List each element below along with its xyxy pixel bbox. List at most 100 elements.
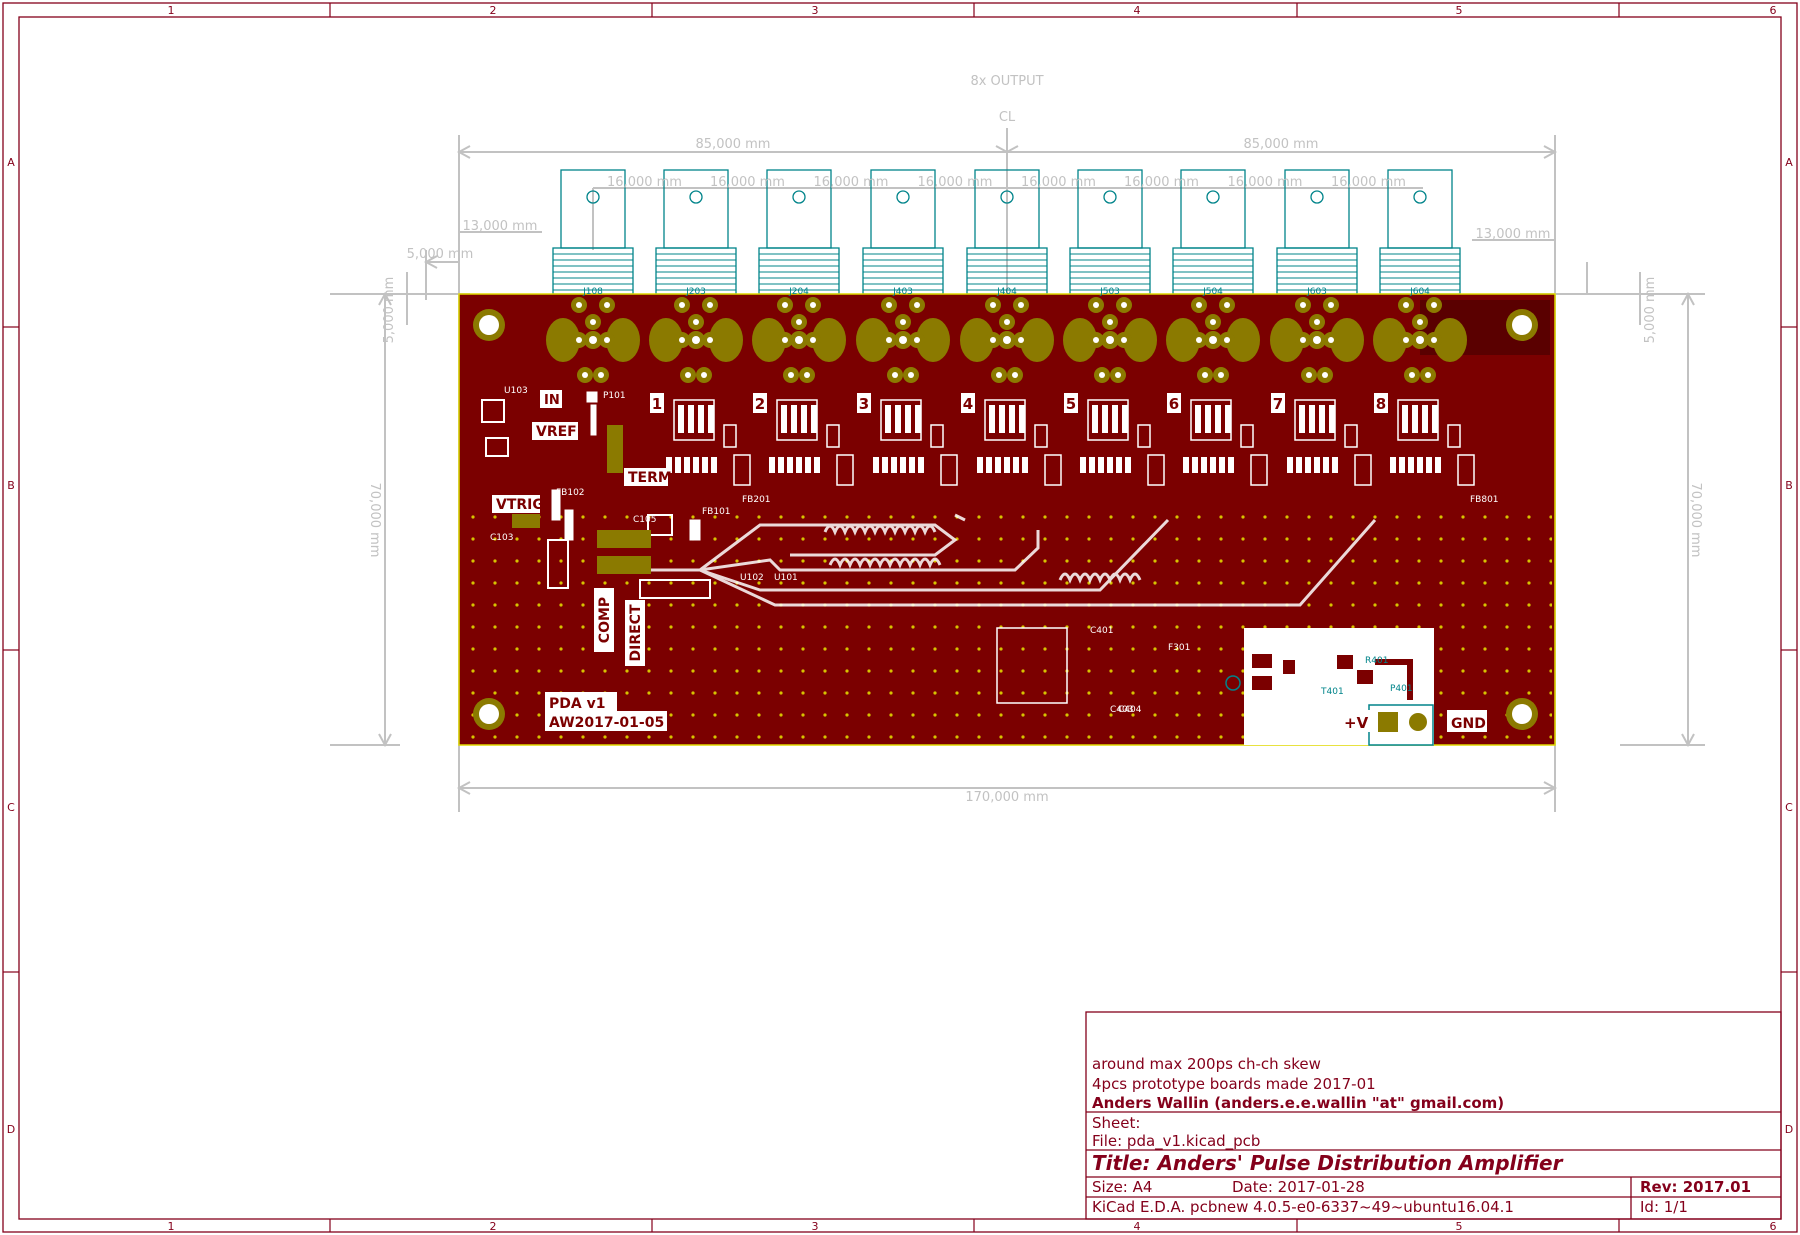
label-direct-bg xyxy=(625,600,645,666)
label-direct: DIRECT xyxy=(628,604,644,661)
pad-center-drill xyxy=(795,336,803,344)
pad-drill xyxy=(685,372,691,378)
ferrite xyxy=(1457,454,1475,486)
mounting-hole-drill xyxy=(479,315,499,335)
pad-center-drill xyxy=(1416,336,1424,344)
pad-drill xyxy=(996,372,1002,378)
dim-height-right: 70,000 mm xyxy=(1688,483,1703,558)
pad-large-left xyxy=(1063,318,1097,362)
smd-pad xyxy=(693,457,699,473)
smd-pad xyxy=(814,457,820,473)
title-size: Size: A4 xyxy=(1092,1178,1153,1196)
pad-large-left xyxy=(752,318,786,362)
channel-pad-cluster xyxy=(546,297,640,383)
pad-drill xyxy=(908,372,914,378)
ferrite xyxy=(1044,454,1062,486)
capacitor xyxy=(723,424,737,448)
pad-drill xyxy=(1409,372,1415,378)
pad-center-drill xyxy=(1209,336,1217,344)
pad-center-drill xyxy=(1313,336,1321,344)
row-label-right: A xyxy=(1785,156,1793,169)
column-label-bottom: 6 xyxy=(1770,1220,1777,1233)
pad-drill xyxy=(1018,337,1024,343)
pad-drill xyxy=(679,302,685,308)
label-date-code-bg xyxy=(545,711,667,731)
label-vtrig-bg xyxy=(492,495,540,513)
pad-drill xyxy=(693,319,699,325)
smd-pad xyxy=(1107,457,1113,473)
smd-pad xyxy=(1080,457,1086,473)
resistor-pad xyxy=(1329,405,1335,433)
ref-designator: C103 xyxy=(490,533,513,543)
row-label-right: C xyxy=(1785,801,1793,814)
ref-designator: U103 xyxy=(504,386,528,396)
smd-pad xyxy=(1022,457,1028,473)
smd-pad xyxy=(1004,457,1010,473)
pad-large-right xyxy=(1433,318,1467,362)
pad-center-drill xyxy=(589,336,597,344)
connector-hole-marker xyxy=(1000,190,1014,204)
dim-hole-offset: 5,000 mm xyxy=(407,247,474,262)
resistor-pad xyxy=(1299,405,1305,433)
channel-number: 8 xyxy=(1376,395,1386,413)
resistor-pad xyxy=(1309,405,1315,433)
channel-tag xyxy=(1064,393,1078,413)
channel-number: 5 xyxy=(1066,395,1076,413)
pad-drill xyxy=(1218,372,1224,378)
pad-drill xyxy=(810,337,816,343)
smd-pad xyxy=(1435,457,1441,473)
label-term: TERM xyxy=(628,470,672,486)
pad-drill xyxy=(1224,302,1230,308)
ref-designator: F301 xyxy=(1168,643,1190,653)
connector-hole-marker xyxy=(1206,190,1220,204)
label-gnd: GND xyxy=(1451,716,1486,732)
pad-drill xyxy=(1121,302,1127,308)
channel-tag xyxy=(650,393,664,413)
ref-designator: FB201 xyxy=(742,495,771,505)
label-version: PDA v1 xyxy=(549,696,605,712)
pad-large-left xyxy=(960,318,994,362)
resistor-pad xyxy=(791,405,797,433)
dim-pitch: 16,000 mm xyxy=(814,175,889,190)
power-connector xyxy=(1225,654,1434,746)
resistor-pad xyxy=(989,405,995,433)
pad-drill xyxy=(892,372,898,378)
mounting-hole-drill xyxy=(1512,315,1532,335)
column-label-top: 2 xyxy=(490,4,497,17)
capacitor xyxy=(1447,424,1461,448)
smd-pad xyxy=(1287,457,1293,473)
pad-drill xyxy=(1322,372,1328,378)
channel-pad-cluster xyxy=(1063,297,1165,486)
resistor-pad xyxy=(1122,405,1128,433)
dim-edge-right: 13,000 mm xyxy=(1476,227,1551,242)
dim-edge-left: 13,000 mm xyxy=(463,219,538,234)
smd-pad xyxy=(1183,457,1189,473)
pad-drill xyxy=(1403,302,1409,308)
smd-pad xyxy=(900,457,906,473)
column-label-top: 5 xyxy=(1456,4,1463,17)
resistor-pad xyxy=(1422,405,1428,433)
column-label-top: 3 xyxy=(812,4,819,17)
dim-pitch: 16,000 mm xyxy=(1331,175,1406,190)
pad-drill xyxy=(1431,302,1437,308)
pad-drill xyxy=(782,337,788,343)
pad-drill xyxy=(701,372,707,378)
pad-large-right xyxy=(916,318,950,362)
smd-pad xyxy=(1426,457,1432,473)
connector-ref: J504 xyxy=(1202,287,1223,297)
channel-number: 2 xyxy=(755,395,765,413)
dim-half-right: 85,000 mm xyxy=(1244,137,1319,152)
smd-pad xyxy=(977,457,983,473)
label-gnd-bg xyxy=(1447,710,1487,732)
capacitor xyxy=(1344,424,1358,448)
dim-hole-right-v: 5,000 mm xyxy=(1643,277,1658,344)
pad-large-right xyxy=(709,318,743,362)
resistor-pad xyxy=(1319,405,1325,433)
connector-ref: J604 xyxy=(1409,287,1430,297)
ref-designator: R401 xyxy=(1365,656,1388,666)
pad-large-right xyxy=(1330,318,1364,362)
channel-tag xyxy=(857,393,871,413)
channel-number: 1 xyxy=(652,395,662,413)
